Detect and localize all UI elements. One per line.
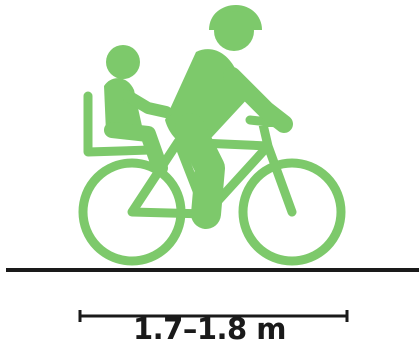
adult-head [214,11,254,51]
adult-rider-icon [165,5,284,214]
child-head [106,45,140,79]
length-measurement-label: 1.7–1.8 m [0,312,419,346]
